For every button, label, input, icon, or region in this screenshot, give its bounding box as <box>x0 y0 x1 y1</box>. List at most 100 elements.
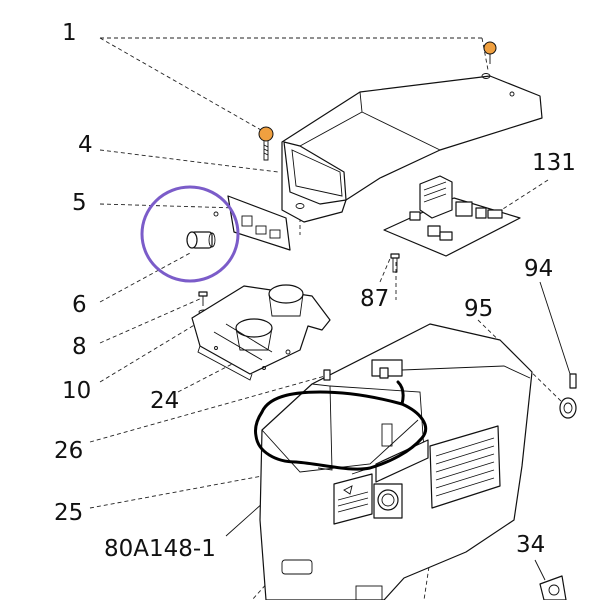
screw-head-icon <box>390 253 400 259</box>
base-plate-hole-2 <box>262 366 266 370</box>
callout-label-24: 24 <box>150 388 179 414</box>
callout-label-10: 10 <box>62 378 91 404</box>
callout-label-87: 87 <box>360 286 389 312</box>
housing-slot <box>381 423 393 447</box>
callout-label-26: 26 <box>54 438 83 464</box>
label-small-lines <box>337 491 369 513</box>
leader-6 <box>99 251 193 303</box>
label-panel-small <box>333 473 373 525</box>
cup-2-top <box>235 318 273 338</box>
switch-plate-body <box>227 195 291 251</box>
housing-connector-pin <box>379 367 389 379</box>
label-panel-instructions <box>429 425 501 509</box>
wire-harness-tail <box>396 380 405 406</box>
base-plate-hole <box>285 349 291 355</box>
callout-label-94: 94 <box>524 256 553 282</box>
top-cover-body <box>281 75 543 223</box>
callout-label-34: 34 <box>516 532 545 558</box>
warning-triangle-icon <box>343 485 353 495</box>
housing-handle-slot <box>281 559 313 575</box>
callout-label-1: 1 <box>62 20 77 46</box>
leader-26 <box>89 375 326 443</box>
screw-head-icon <box>258 126 274 142</box>
highlight-circle <box>140 185 240 283</box>
leader-87 <box>379 253 393 283</box>
leader-bottom-1 <box>251 579 271 600</box>
wire-harness <box>254 390 428 471</box>
callout-labels: 1 4 5 6 8 10 24 26 25 80A148-1 131 87 94… <box>54 20 576 562</box>
transformer-lines <box>423 181 447 203</box>
grommet-95 <box>559 397 577 419</box>
callout-label-95: 95 <box>464 296 493 322</box>
pin-94 <box>569 373 577 389</box>
connector-block <box>487 209 503 219</box>
housing-top-edge <box>401 365 531 379</box>
base-plate-ribs <box>213 323 273 361</box>
base-plate-edge <box>197 345 253 381</box>
leader-5 <box>99 203 239 209</box>
callout-label-5: 5 <box>72 190 87 216</box>
switch-plate-slot <box>241 215 253 227</box>
bracket-hole <box>548 584 560 596</box>
switch-plate-slot-2 <box>255 225 267 235</box>
transformer <box>419 175 453 219</box>
screw-front <box>258 126 274 161</box>
grommet-inner <box>563 402 573 414</box>
screw-head-icon <box>198 291 208 297</box>
label-instruction-lines <box>435 437 495 497</box>
top-cover-front-opening <box>291 149 343 197</box>
base-plate-hole-3 <box>214 346 218 350</box>
leader-4 <box>99 149 279 173</box>
bracket-34 <box>539 575 567 600</box>
switch-plate <box>213 195 291 251</box>
grommet-outer <box>559 397 577 419</box>
leader-95 <box>477 319 565 405</box>
housing-bottom-slot <box>355 585 383 600</box>
top-cover-ridge-2 <box>299 111 363 147</box>
circuit-board <box>383 175 521 257</box>
top-cover-pin <box>509 91 515 97</box>
bracket-body <box>539 575 567 600</box>
chip <box>409 211 421 221</box>
leader-24 <box>177 361 237 393</box>
standoff-26 <box>323 369 331 381</box>
callout-label-6: 6 <box>72 292 87 318</box>
callout-label-25: 25 <box>54 500 83 526</box>
leader-94 <box>539 281 573 381</box>
switch-knob <box>186 231 216 249</box>
base-plate <box>191 284 331 381</box>
top-cover-front-face <box>283 141 347 205</box>
chip-2 <box>427 225 441 237</box>
callout-label-131: 131 <box>532 150 576 176</box>
cup-1-side <box>268 293 304 317</box>
leader-1-tail <box>481 37 489 71</box>
leader-34 <box>534 559 546 581</box>
pin-body <box>569 373 577 389</box>
cup-2-side <box>235 327 273 351</box>
switch-plate-slot-3 <box>269 229 281 239</box>
screw-87 <box>390 253 400 273</box>
callout-label-8: 8 <box>72 334 87 360</box>
leader-1-screw <box>99 37 269 135</box>
callout-label-4: 4 <box>78 132 93 158</box>
top-cover <box>281 73 543 223</box>
relay <box>455 201 473 217</box>
callout-label-80A148-1: 80A148-1 <box>104 536 216 562</box>
switch-plate-screw <box>213 211 219 217</box>
port-ring <box>377 489 399 511</box>
screw-thread <box>263 144 269 156</box>
port-center <box>381 493 395 507</box>
switch-knob-face <box>186 231 198 249</box>
screw-rear <box>483 41 497 64</box>
leader-8 <box>99 297 203 344</box>
top-cover-hole <box>295 203 305 209</box>
switch-knob-back <box>208 232 216 248</box>
relay-2 <box>475 207 487 219</box>
top-cover-rear-hole <box>481 73 491 79</box>
screw-shank <box>392 258 398 273</box>
chip-3 <box>439 231 453 241</box>
cup-1-top <box>268 284 304 304</box>
screw-head-icon <box>483 41 497 55</box>
